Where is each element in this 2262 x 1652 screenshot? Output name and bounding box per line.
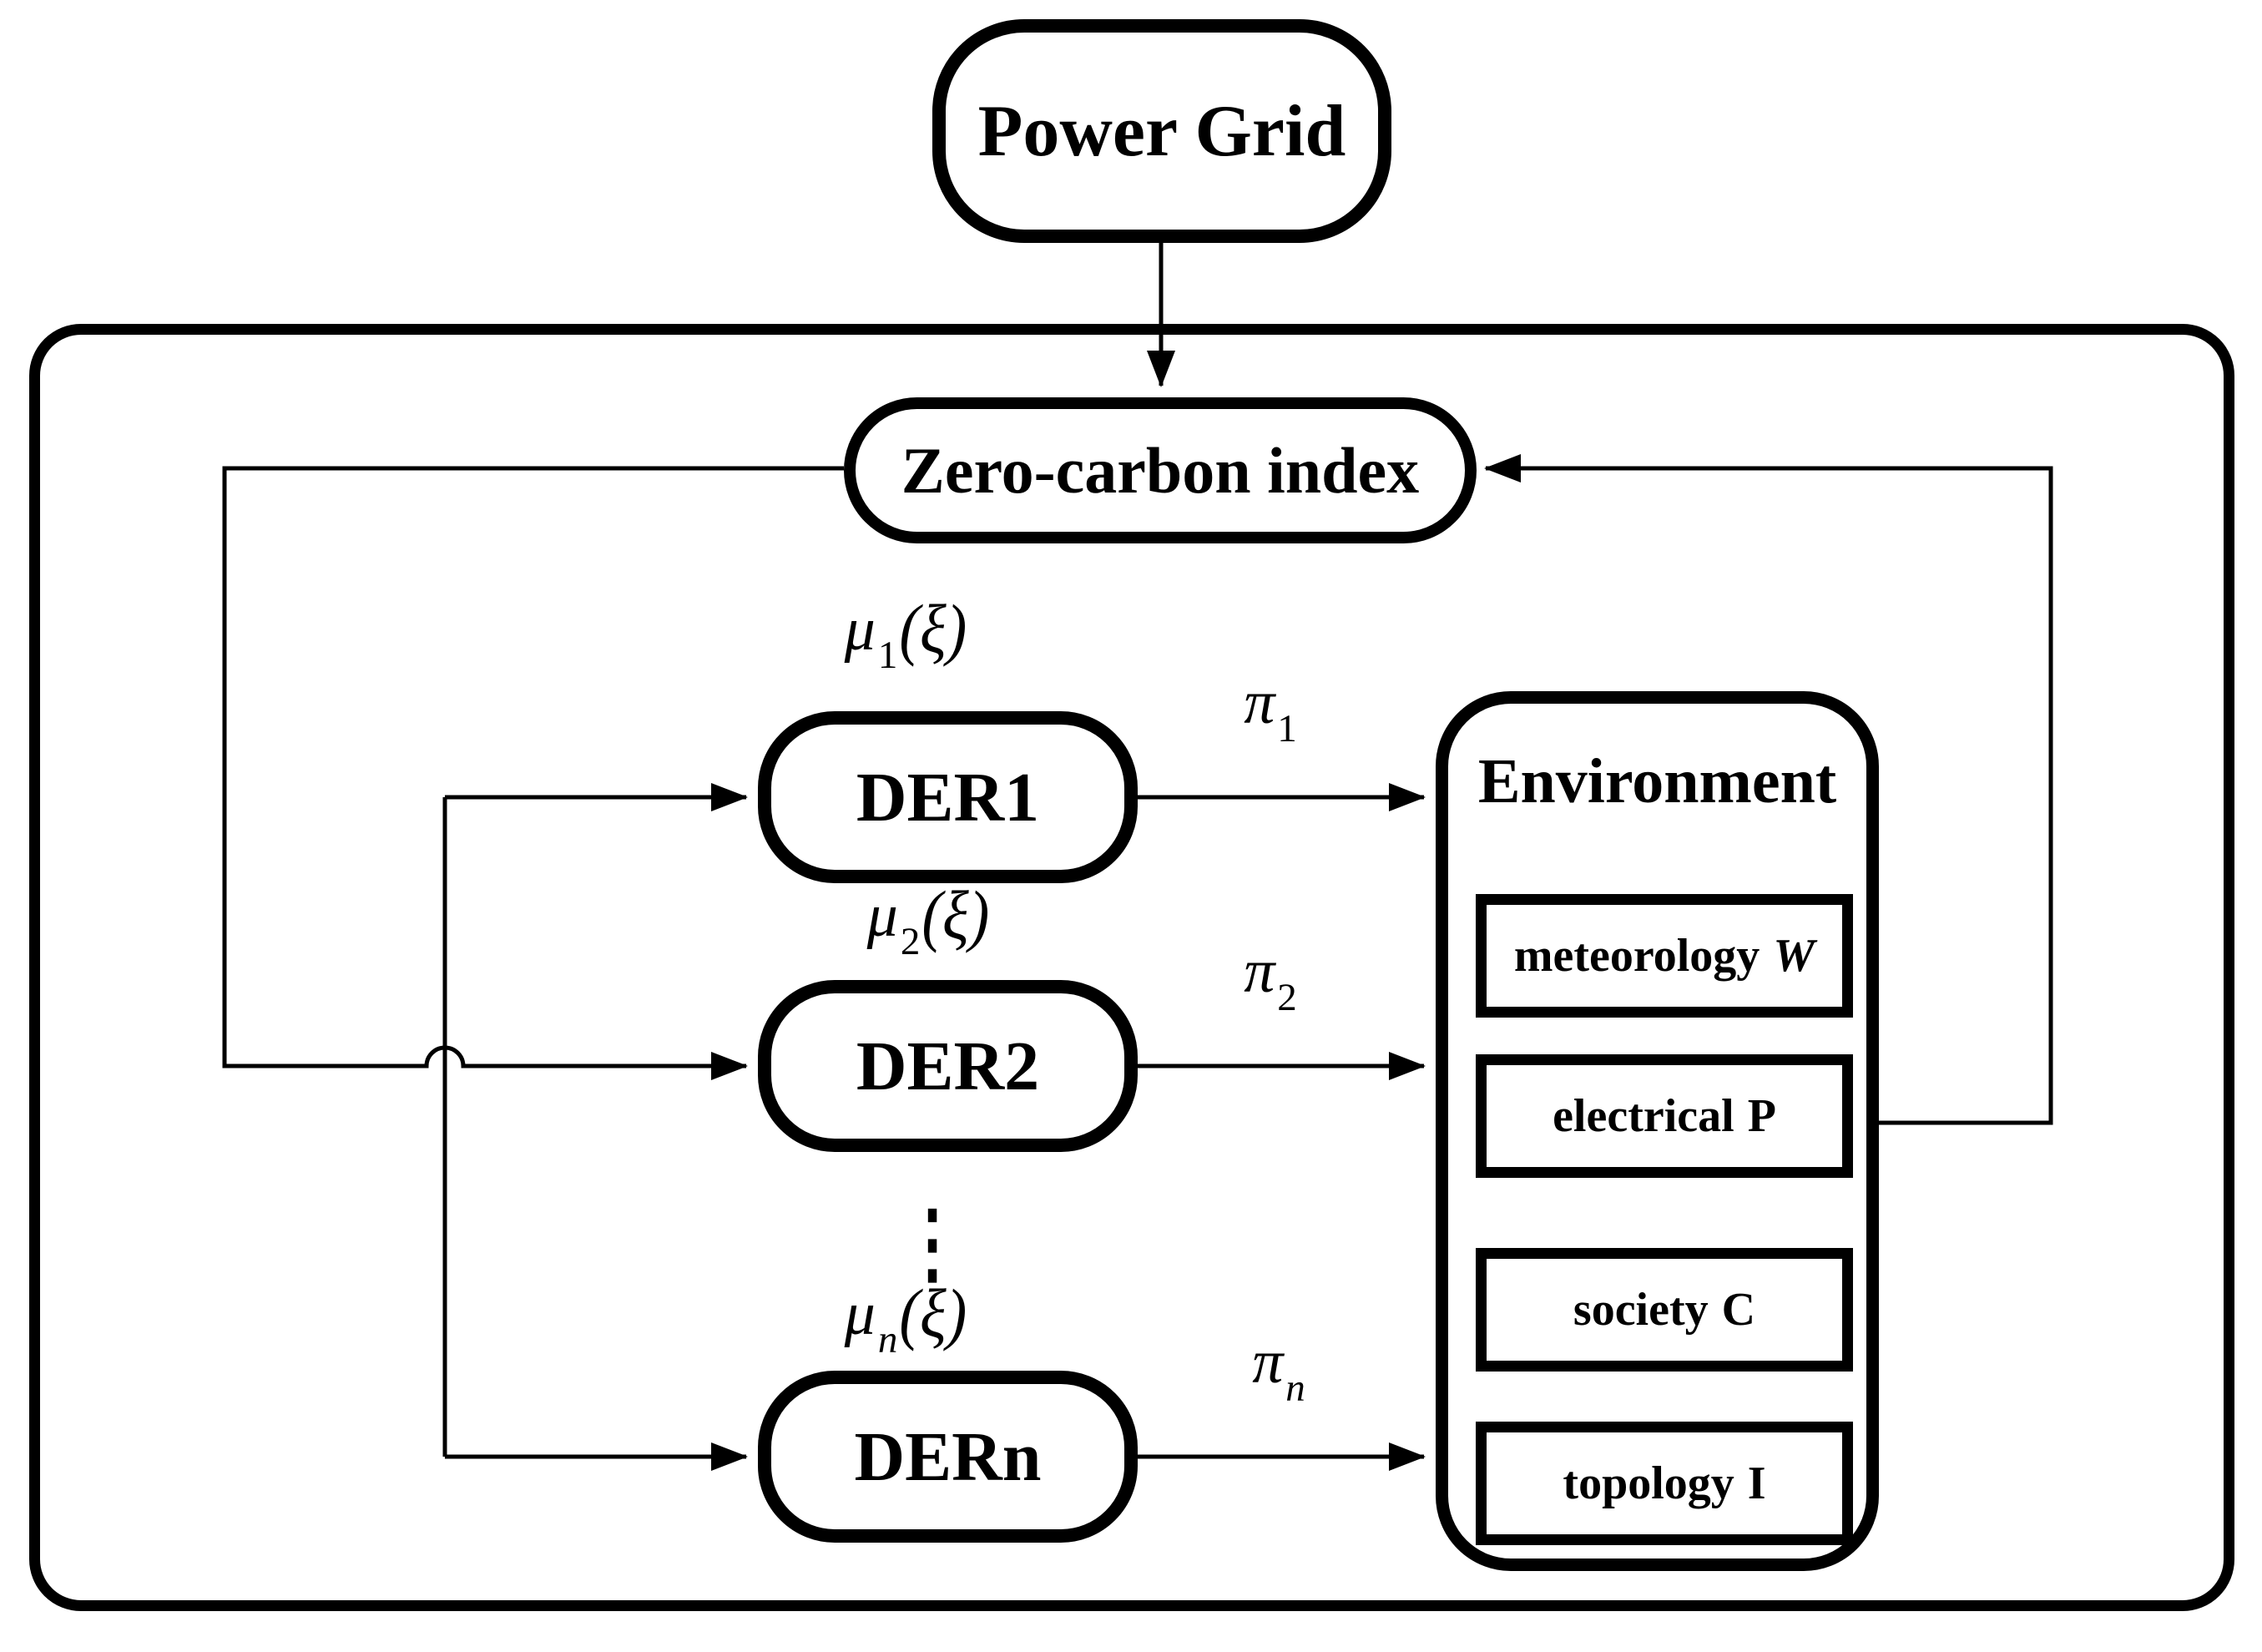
- env-item-society-symbol: C: [1721, 1284, 1756, 1336]
- mun-arg: (ξ): [899, 1276, 967, 1352]
- zero-carbon-index-label: Zero-carbon index: [901, 433, 1420, 507]
- env-item-topology-label: topology: [1563, 1457, 1734, 1509]
- zero-carbon-index-node: Zero-carbon index: [844, 397, 1477, 543]
- pi1-base: π: [1244, 669, 1275, 737]
- mun-base: μ: [844, 1280, 876, 1348]
- feedback-environment-to-zerocarbon: [1484, 454, 2053, 1125]
- pi1-label: π1: [1244, 672, 1297, 749]
- env-item-society-label: society: [1573, 1284, 1709, 1336]
- power-grid-label: Power Grid: [977, 90, 1346, 172]
- env-item-topology-symbol: I: [1747, 1457, 1766, 1509]
- env-item-society: society C: [1476, 1248, 1853, 1372]
- pi1-sub: 1: [1277, 707, 1297, 750]
- pin-base: π: [1252, 1328, 1284, 1397]
- env-item-meteorology-symbol: W: [1773, 930, 1815, 982]
- mu2-sub: 2: [900, 920, 921, 963]
- pin-label: πn: [1252, 1331, 1305, 1408]
- mu2-base: μ: [866, 882, 898, 950]
- der2-node: DER2: [758, 980, 1138, 1152]
- mu2-label: μ2(ξ): [866, 877, 990, 963]
- dern-label: DERn: [854, 1417, 1042, 1496]
- power-grid-node: Power Grid: [932, 19, 1391, 243]
- mu1-label: μ1(ξ): [845, 595, 967, 677]
- pi2-base: π: [1244, 937, 1275, 1006]
- pi2-label: π2: [1244, 941, 1297, 1018]
- env-item-electrical-symbol: P: [1747, 1090, 1776, 1142]
- der2-label: DER2: [856, 1027, 1040, 1105]
- mu1-base: μ: [844, 595, 876, 664]
- vertical-ellipsis: ⋮: [900, 1194, 965, 1293]
- mun-label: μn(ξ): [844, 1276, 967, 1362]
- pi2-sub: 2: [1277, 976, 1297, 1019]
- env-item-electrical: electrical P: [1476, 1054, 1853, 1178]
- env-item-meteorology: meteorology W: [1476, 894, 1853, 1018]
- pin-sub: n: [1285, 1367, 1305, 1410]
- env-item-topology: topology I: [1476, 1422, 1853, 1545]
- system-boundary-box: [29, 324, 2234, 1611]
- der1-node: DER1: [758, 711, 1138, 883]
- mun-sub: n: [877, 1318, 898, 1362]
- env-item-electrical-label: electrical: [1553, 1090, 1734, 1142]
- env-item-meteorology-label: meteorology: [1513, 930, 1760, 982]
- environment-title: Environment: [1477, 746, 1837, 816]
- mu1-sub: 1: [877, 634, 898, 677]
- mu2-arg: (ξ): [921, 877, 990, 954]
- der1-label: DER1: [856, 758, 1040, 836]
- mu1-arg: (ξ): [899, 591, 967, 668]
- environment-node: Environment meteorology W electrical P s…: [1436, 691, 1879, 1571]
- feedback-zerocarbon-to-der2: [222, 466, 844, 1080]
- dern-node: DERn: [758, 1371, 1138, 1543]
